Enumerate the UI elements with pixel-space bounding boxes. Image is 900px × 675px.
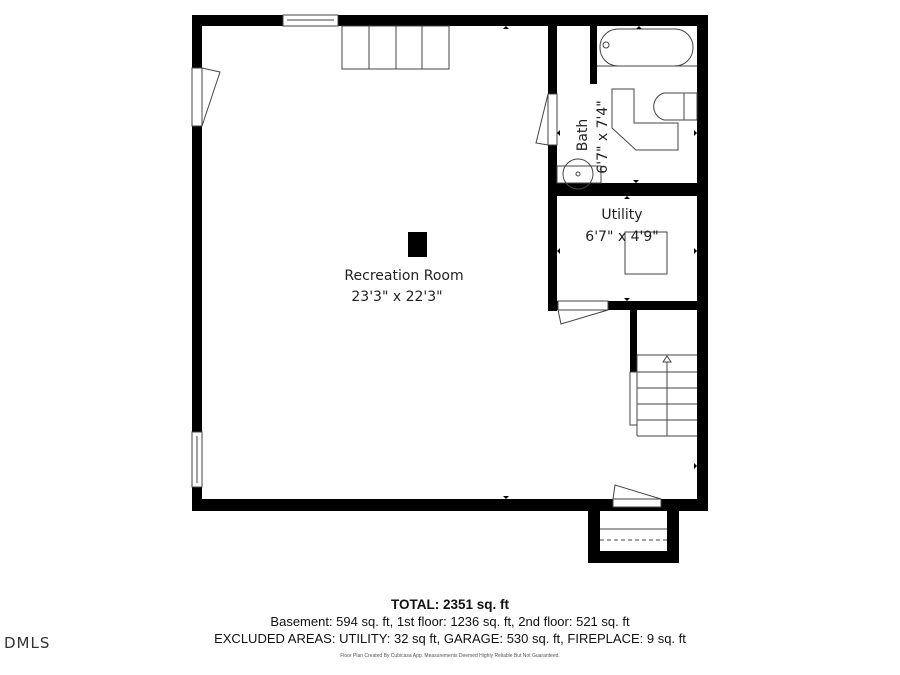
bath-door xyxy=(547,93,558,146)
logo: DMLS xyxy=(4,634,51,652)
toilet xyxy=(653,92,685,121)
utility-unit xyxy=(624,231,668,275)
sink-counter xyxy=(556,165,602,184)
utility-door xyxy=(557,300,609,311)
stair-rail xyxy=(629,371,638,426)
rec-room-name: Recreation Room xyxy=(344,268,463,284)
stairwell-bottom xyxy=(600,528,667,541)
utility-dimensions: 6'7" x 4'9" xyxy=(585,229,658,245)
bathtub xyxy=(599,28,694,67)
left-door xyxy=(191,67,203,127)
utility-name: Utility xyxy=(601,207,642,223)
excluded-areas: EXCLUDED AREAS: UTILITY: 32 sq ft, GARAG… xyxy=(214,631,686,646)
stairs-top xyxy=(341,25,450,70)
bottom-door xyxy=(612,498,662,508)
bath-name: Bath xyxy=(575,119,591,152)
sink xyxy=(562,158,594,190)
rec-room-dimensions: 23'3" x 22'3" xyxy=(351,289,442,305)
fireplace xyxy=(408,232,427,257)
openings xyxy=(191,14,662,508)
total-area: TOTAL: 2351 sq. ft xyxy=(390,597,510,612)
stairs-right xyxy=(636,354,697,437)
bath-dimensions: 6'7" x 7'4" xyxy=(595,100,611,173)
walls xyxy=(192,15,708,563)
fixtures xyxy=(556,28,698,275)
wall-markers xyxy=(503,26,697,499)
disclaimer: Floor Plan Created By Cubicasa App. Meas… xyxy=(340,653,560,659)
floor-areas: Basement: 594 sq. ft, 1st floor: 1236 sq… xyxy=(270,614,630,629)
vanity xyxy=(611,88,679,151)
